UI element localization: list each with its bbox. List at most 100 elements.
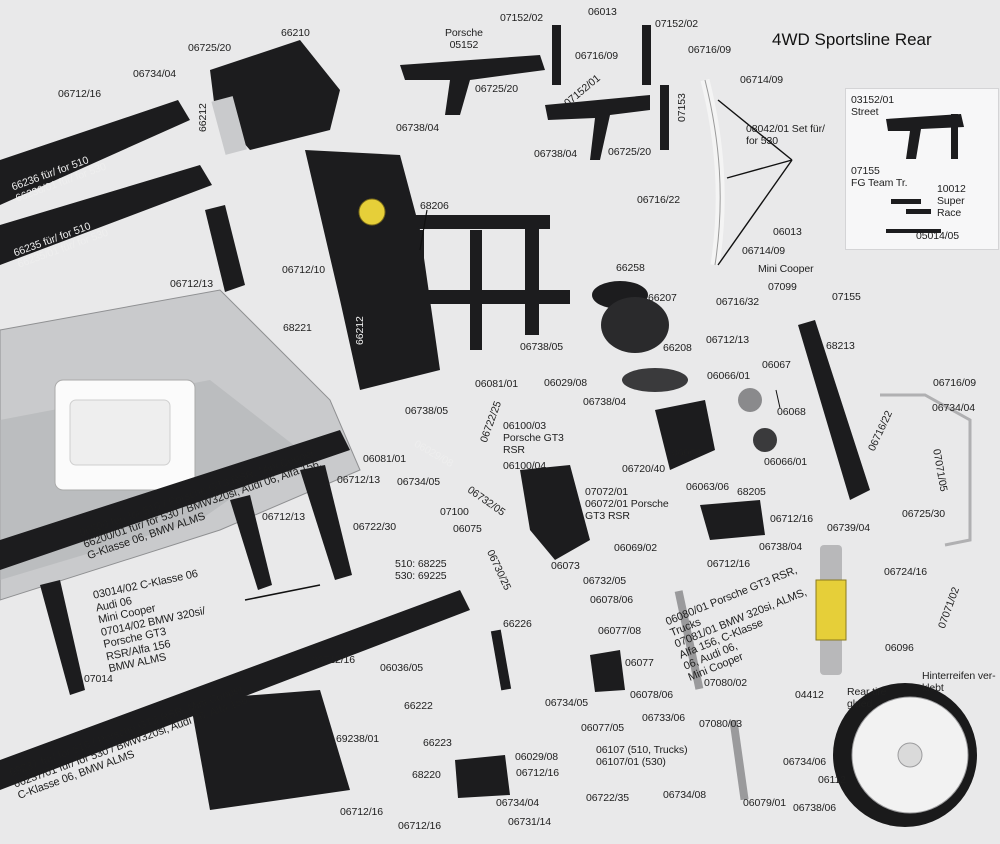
part-label: 08042/01 Set für/ for 530 (746, 123, 825, 147)
side-rail-66200 (0, 430, 350, 570)
side-pod-lower (190, 690, 350, 810)
motor-mount (305, 150, 440, 390)
part-label: 06078/06 (590, 594, 633, 606)
hub-carrier-06072 (520, 465, 590, 560)
part-label: 07014 (84, 673, 113, 685)
inset-post (951, 114, 958, 159)
inset-label: 05014/05 (916, 230, 959, 242)
part-label: 06725/20 (475, 83, 518, 95)
part-label: Rear tire glued (847, 686, 887, 710)
part-label: 06063/06 (686, 481, 729, 493)
part-label: 06069/02 (614, 542, 657, 554)
part-label: 66212 (197, 103, 209, 132)
part-label: 04412 (795, 689, 824, 701)
part-label: 06079/01 (743, 797, 786, 809)
part-label: 06081/01 (363, 453, 406, 465)
rear-rim-hub (897, 742, 923, 768)
part-label: 06714/09 (740, 74, 783, 86)
wing-stay-porsche (400, 55, 545, 115)
inset-screw-1 (886, 229, 941, 233)
gear-66207 (601, 297, 669, 353)
diff-spider-06067 (738, 388, 762, 412)
part-label: 06073 (551, 560, 580, 572)
axle-06080 (674, 590, 704, 690)
part-label: 06734/05 (397, 476, 440, 488)
part-label: 66222 (404, 700, 433, 712)
inset-screw-3 (906, 209, 931, 214)
part-label: 06738/04 (396, 122, 439, 134)
wing-post-07153 (660, 85, 669, 150)
rear-frame-right (525, 215, 539, 335)
rear-frame-left (410, 230, 424, 360)
part-label: 66210 (281, 27, 310, 39)
diff-gear-06066 (753, 428, 777, 452)
part-label: 06077 (625, 657, 654, 669)
inset-label: 07155 FG Team Tr. (851, 165, 908, 189)
part-label: 68221 (283, 322, 312, 334)
side-rail-66236 (0, 100, 190, 205)
leader-07014 (244, 584, 321, 601)
leader-06068 (775, 389, 781, 409)
part-label: 06712/13 (262, 511, 305, 523)
part-label: 06029/08 (544, 377, 587, 389)
part-label: 06100/03 Porsche GT3 RSR (503, 420, 564, 456)
part-label: 06734/05 (545, 697, 588, 709)
part-label: 06734/06 (783, 756, 826, 768)
rear-arm-68213 (798, 320, 870, 500)
rear-frame-top (400, 215, 550, 229)
part-label: 68220 (412, 769, 441, 781)
inset-panel (845, 88, 999, 250)
part-label: 07080/03 (699, 718, 742, 730)
part-label: 06716/22 (637, 194, 680, 206)
part-label: 69238/01 (336, 733, 379, 745)
part-label: 06712/13 (337, 474, 380, 486)
part-label: 07152/02 (655, 18, 698, 30)
part-label: 06013 (773, 226, 802, 238)
part-label: 06734/08 (663, 789, 706, 801)
wing-stay-07152-01 (545, 95, 650, 160)
part-label: Hinterreifen ver- klebt (922, 670, 996, 694)
part-label: 06734/04 (932, 402, 975, 414)
part-label: 06724/16 (884, 566, 927, 578)
leader-08042b (726, 159, 793, 179)
part-label: 06738/04 (534, 148, 577, 160)
side-rail-69237 (0, 590, 470, 790)
part-label: 06712/16 (398, 820, 441, 832)
leader-08042c (717, 99, 793, 161)
inset-label: 10012 Super Race (937, 183, 966, 219)
mount-07014-02 (300, 465, 352, 580)
leader-08042 (717, 159, 793, 266)
bulkhead-insert (211, 96, 247, 155)
part-label: 06712/16 (312, 654, 355, 666)
part-label: 06733/06 (642, 712, 685, 724)
part-label: 07155 (832, 291, 861, 303)
mount-07014 (40, 580, 85, 695)
part-label: 07080/02 (704, 677, 747, 689)
part-label: 06075 (453, 523, 482, 535)
part-label: 06739/04 (827, 522, 870, 534)
part-label: 06738/04 (759, 541, 802, 553)
battery-box-inner (69, 399, 171, 466)
part-label: 06081/01 (475, 378, 518, 390)
part-label: 06725/20 (188, 42, 231, 54)
part-label: 06732/05 (583, 575, 626, 587)
part-label: 06725/30 (902, 508, 945, 520)
part-label: 06712/16 (58, 88, 101, 100)
part-label: 06725/20 (608, 146, 651, 158)
part-label: 66226 (503, 618, 532, 630)
part-label: 06029/08 (515, 751, 558, 763)
part-label: 06712/13 (706, 334, 749, 346)
wing-post-left (552, 25, 561, 85)
part-label: 06738/05 (405, 405, 448, 417)
part-label: Mini Cooper (758, 263, 814, 275)
part-label: 06077/08 (598, 625, 641, 637)
part-label: 510: 68225 530: 69225 (395, 558, 447, 582)
inset-screw-2 (891, 199, 921, 204)
part-label: 06107 (510, Trucks) 06107/01 (530) (596, 744, 688, 768)
part-label: 06066/01 (707, 370, 750, 382)
part-label: 06036/05 (380, 662, 423, 674)
part-label: 06013 (588, 6, 617, 18)
gear-66208 (622, 368, 688, 392)
part-label: 06078/06 (630, 689, 673, 701)
